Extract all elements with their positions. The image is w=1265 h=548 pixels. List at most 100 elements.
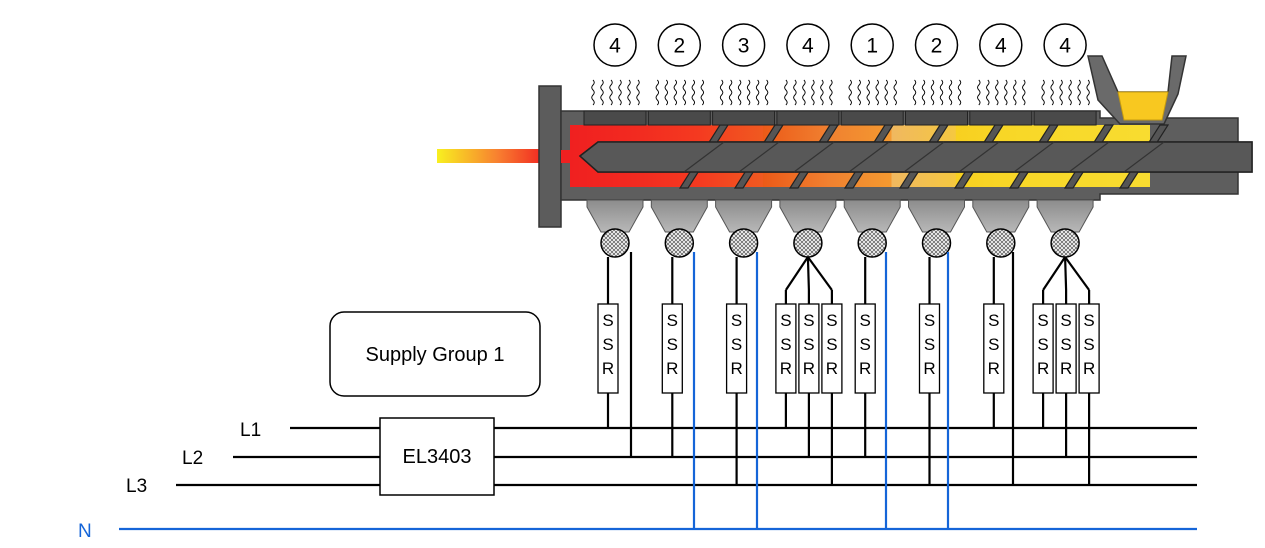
screw-flight-edge	[958, 141, 1000, 173]
zone-number-8: 4	[1059, 35, 1071, 58]
supply-group-box	[329, 311, 541, 397]
heat-wave-icon	[1059, 79, 1063, 106]
screw-flight-edge	[903, 141, 945, 173]
heat-wave-icon	[995, 79, 999, 106]
ssr-letter: S	[731, 335, 742, 354]
ssr-letter: S	[1037, 335, 1048, 354]
heat-wave-icon	[591, 79, 595, 106]
heat-wave-icon	[618, 79, 622, 106]
ssr-letter: S	[860, 311, 871, 330]
heat-wave-icon	[802, 79, 806, 106]
ssr-letter: S	[667, 311, 678, 330]
heater-cone-4	[779, 199, 837, 233]
heater-band-4	[776, 110, 840, 126]
screw-flight-edge	[1013, 141, 1055, 173]
heat-wave-icon	[977, 79, 981, 106]
heater-element-icon	[664, 228, 695, 258]
ssr-letter: S	[667, 335, 678, 354]
heater-cone-7	[972, 199, 1030, 233]
heat-wave-icon	[986, 79, 990, 106]
ssr-letter: R	[826, 359, 838, 378]
heat-wave-icon	[1086, 79, 1090, 106]
ssr-letter: S	[988, 311, 999, 330]
screw-flight-edge	[848, 141, 890, 173]
wire-star	[784, 256, 809, 291]
heat-wave-icon	[848, 79, 852, 106]
ssr-letter: R	[1060, 359, 1072, 378]
line-label-l3: L3	[126, 476, 147, 497]
heat-wave-icon	[1004, 79, 1008, 106]
line-label-n: N	[78, 521, 92, 542]
screw-flight-edge	[1068, 141, 1110, 173]
ssr-letter: R	[602, 359, 614, 378]
ssr-letter: S	[602, 335, 613, 354]
heater-band-2	[647, 110, 711, 126]
feed-hopper	[1087, 55, 1187, 125]
heat-wave-icon	[755, 79, 760, 106]
heater-element-icon	[857, 228, 887, 258]
heat-wave-icon	[1077, 79, 1081, 106]
heat-wave-icon	[957, 79, 962, 106]
zone-number-4: 4	[802, 35, 814, 58]
ssr-letter: S	[803, 311, 814, 330]
heat-wave-icon	[609, 79, 613, 106]
ssr-letter: S	[1060, 311, 1071, 330]
zone-number-5: 1	[866, 35, 878, 58]
heat-wave-icon	[893, 79, 897, 106]
heat-wave-icon	[1022, 79, 1026, 106]
heat-wave-icon	[921, 79, 926, 106]
heater-cone-1	[586, 199, 644, 233]
ssr-letter: S	[731, 311, 742, 330]
zone-number-3: 3	[738, 35, 750, 58]
ssr-letter: S	[1083, 311, 1094, 330]
ssr-letter: S	[826, 311, 837, 330]
heater-cone-2	[650, 199, 708, 233]
heater-band-7	[969, 110, 1033, 126]
heat-wave-icon	[939, 79, 944, 106]
el3403-terminal	[379, 417, 495, 496]
ssr-letter: S	[1060, 335, 1071, 354]
heater-band-8	[1033, 110, 1097, 126]
zone-number-circle	[914, 23, 959, 67]
ssr-letter: R	[730, 359, 742, 378]
ssr-letter: S	[924, 311, 935, 330]
ssr-letter: S	[780, 311, 791, 330]
ssr-letter: R	[803, 359, 815, 378]
screw-flight-edge	[793, 141, 835, 173]
heat-wave-icon	[811, 79, 815, 106]
heat-wave-icon	[737, 79, 742, 106]
line-label-l1: L1	[240, 420, 261, 441]
heater-band-6	[905, 110, 968, 126]
wire-star	[1064, 256, 1090, 291]
zone-number-1: 4	[609, 35, 621, 58]
ssr-letter: S	[860, 335, 871, 354]
zone-number-circle	[979, 23, 1023, 67]
heater-cone-5	[843, 199, 901, 233]
ssr-letter: R	[859, 359, 871, 378]
line-label-l2: L2	[182, 448, 203, 469]
heat-wave-icon	[866, 79, 870, 106]
zone-number-circle	[657, 23, 702, 67]
extruder-screw	[578, 124, 1253, 189]
ssr-letter: S	[780, 335, 791, 354]
zone-number-circle	[1043, 23, 1087, 67]
zone-number-circle	[721, 23, 766, 67]
heat-wave-icon	[1068, 79, 1072, 106]
zone-number-circle	[850, 23, 894, 67]
wire-star	[806, 256, 810, 291]
heat-wave-icon	[1013, 79, 1017, 106]
wire-star	[1064, 256, 1068, 291]
heater-element-icon	[921, 228, 952, 258]
heat-wave-icon	[829, 79, 833, 106]
heat-wave-icon	[930, 79, 935, 106]
heat-wave-icon	[912, 79, 917, 106]
ssr-letter: S	[602, 311, 613, 330]
die-plate	[538, 85, 562, 228]
ssr-letter: S	[924, 335, 935, 354]
melt-output-stream	[437, 149, 547, 163]
ssr-letter: R	[1037, 359, 1049, 378]
heat-wave-icon	[673, 79, 677, 106]
heat-wave-icon	[691, 79, 695, 106]
zone-number-circle	[786, 23, 830, 67]
